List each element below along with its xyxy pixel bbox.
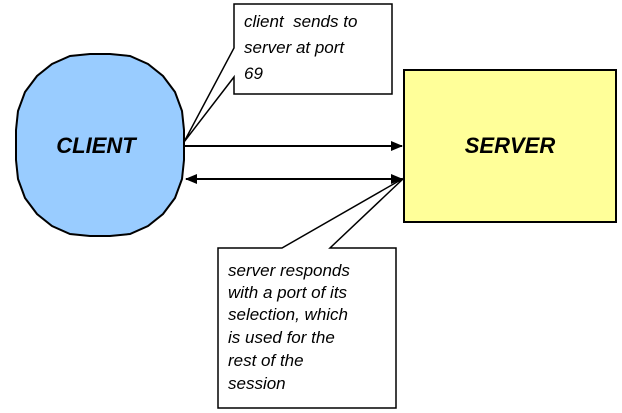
callout-bottom-shape (217, 177, 405, 409)
callout-top: client sends to server at port 69 (183, 3, 393, 143)
client-node: CLIENT (15, 53, 185, 237)
callout-top-line-1: client sends to (244, 12, 357, 31)
callout-top-line-2: server at port (244, 38, 345, 57)
callout-bottom-line-3: selection, which (228, 305, 348, 324)
callout-bottom: server responds with a port of its selec… (217, 177, 405, 409)
callout-top-shape (183, 3, 393, 143)
callout-bottom-line-5: rest of the (228, 351, 304, 370)
server-label: SERVER (465, 133, 556, 158)
client-circle (15, 53, 185, 237)
callout-bottom-line-6: session (228, 374, 286, 393)
callout-bottom-line-2: with a port of its (228, 283, 348, 302)
callout-top-line-3: 69 (244, 64, 263, 83)
callout-bottom-line-1: server responds (228, 261, 350, 280)
client-label: CLIENT (56, 133, 137, 158)
callout-bottom-line-4: is used for the (228, 328, 335, 347)
server-box (403, 69, 617, 223)
server-node: SERVER (403, 69, 617, 223)
